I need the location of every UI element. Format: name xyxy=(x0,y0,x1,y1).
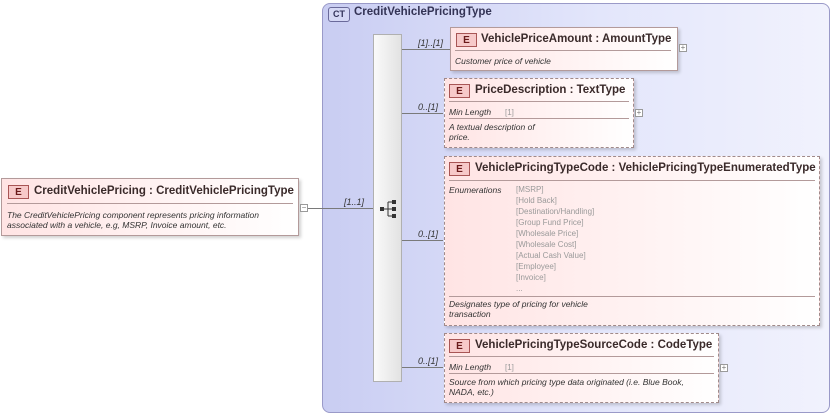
element-description: Source from which pricing type data orig… xyxy=(449,377,684,397)
separator xyxy=(449,296,815,297)
element-description: A textual description of price. xyxy=(449,122,535,142)
element-title: VehiclePricingTypeSourceCode : CodeType xyxy=(475,339,713,351)
root-element-description: The CreditVehiclePricing component repre… xyxy=(7,210,259,230)
connector-line xyxy=(308,208,373,209)
element-description: Designates type of pricing for vehicle t… xyxy=(449,299,588,319)
cardinality: 0..[1] xyxy=(418,102,439,112)
sequence-compositor-icon[interactable] xyxy=(379,199,399,219)
cardinality: 0..[1] xyxy=(418,356,439,366)
element-badge: E xyxy=(449,162,470,176)
enumeration-value: [Group Fund Price] xyxy=(516,218,584,227)
facet-label: Min Length xyxy=(449,362,492,372)
expand-toggle[interactable]: + xyxy=(635,108,643,117)
root-cardinality: [1..1] xyxy=(344,197,365,207)
enumeration-value: [Hold Back] xyxy=(516,196,557,205)
element-box-vehicle-pricing-type-code[interactable]: E VehiclePricingTypeCode : VehiclePricin… xyxy=(444,156,820,326)
element-badge: E xyxy=(456,33,477,47)
separator xyxy=(449,373,714,374)
connector-line xyxy=(402,113,443,114)
enumeration-list: [MSRP] [Hold Back] [Destination/Handling… xyxy=(516,184,594,294)
cardinality: [1]..[1] xyxy=(418,38,444,48)
complex-type-badge: CT xyxy=(328,7,350,22)
connector-line xyxy=(402,240,443,241)
connector-line xyxy=(402,367,443,368)
expand-toggle[interactable]: + xyxy=(720,363,728,372)
separator xyxy=(7,203,293,204)
root-element-box[interactable]: E CreditVehiclePricing : CreditVehiclePr… xyxy=(1,178,299,236)
enumeration-value: [Wholesale Price] xyxy=(516,229,579,238)
element-box-price-description[interactable]: E PriceDescription : TextType Min Length… xyxy=(444,78,634,148)
collapse-toggle[interactable]: − xyxy=(300,203,308,212)
facet-label: Min Length xyxy=(449,107,492,117)
enumeration-value: [Wholesale Cost] xyxy=(516,240,577,249)
facet-value: [1] xyxy=(505,363,514,372)
enumeration-value: [MSRP] xyxy=(516,185,544,194)
enumeration-value: [Destination/Handling] xyxy=(516,207,595,216)
element-description: Customer price of vehicle xyxy=(455,56,551,66)
expand-toggle[interactable]: + xyxy=(679,43,687,52)
separator xyxy=(455,50,671,51)
enumeration-value: ... xyxy=(516,284,523,293)
facet-label: Enumerations xyxy=(449,185,502,195)
element-badge: E xyxy=(8,185,29,199)
enumeration-value: [Employee] xyxy=(516,262,557,271)
complex-type-title: CreditVehiclePricingType xyxy=(354,6,492,18)
separator xyxy=(449,101,629,102)
element-box-vehicle-price-amount[interactable]: E VehiclePriceAmount : AmountType Custom… xyxy=(450,27,678,71)
enumeration-value: [Invoice] xyxy=(516,273,546,282)
separator xyxy=(449,180,815,181)
element-title: VehiclePriceAmount : AmountType xyxy=(481,33,672,45)
facet-value: [1] xyxy=(505,108,514,117)
enumeration-value: [Actual Cash Value] xyxy=(516,251,586,260)
separator xyxy=(449,356,714,357)
connector-line xyxy=(402,49,450,50)
cardinality: 0..[1] xyxy=(418,229,439,239)
element-title: VehiclePricingTypeCode : VehiclePricingT… xyxy=(475,162,816,174)
element-box-vehicle-pricing-type-source-code[interactable]: E VehiclePricingTypeSourceCode : CodeTyp… xyxy=(444,333,719,403)
separator xyxy=(449,118,629,119)
element-badge: E xyxy=(449,84,470,98)
element-title: PriceDescription : TextType xyxy=(475,84,626,96)
root-element-title: CreditVehiclePricing : CreditVehiclePric… xyxy=(34,185,294,197)
element-badge: E xyxy=(449,339,470,353)
